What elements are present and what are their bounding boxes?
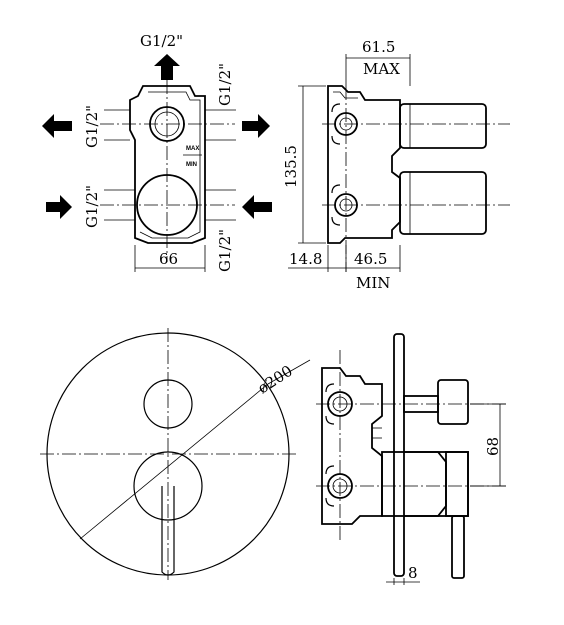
dim-depth-61-5: 61.5: [362, 38, 395, 56]
arrow-left-icon: [42, 114, 72, 138]
upper-knob-side: [437, 379, 469, 425]
dim-diameter-200: ø200: [254, 362, 295, 398]
label-left-upper-thread: G1/2": [83, 105, 101, 148]
label-right-upper-thread: G1/2": [216, 63, 234, 106]
label-right-lower-thread: G1/2": [216, 229, 234, 272]
dim-plate-8: 8: [408, 564, 418, 582]
lower-cartridge: [399, 171, 487, 235]
label-left-lower-thread: G1/2": [83, 185, 101, 228]
arrow-right-icon: [242, 114, 270, 138]
upper-cartridge: [399, 103, 487, 149]
handle-lever-side: [451, 515, 465, 579]
label-max: MAX: [186, 146, 199, 152]
label-top-thread: G1/2": [140, 32, 183, 50]
arrow-up-icon: [154, 54, 180, 80]
installed-body-outline: [321, 367, 383, 525]
dim-height-135-5: 135.5: [282, 145, 300, 188]
cover-plate-side: [393, 333, 405, 577]
dim-spacing-68: 68: [484, 437, 502, 456]
dim-min-depth-46-5: 46.5: [354, 250, 387, 268]
label-min: MIN: [186, 162, 197, 168]
arrow-right-icon: [46, 195, 72, 219]
valve-body-front-view: G1/2" MAX MIN G1/2" G1/2" G1/2" G1/2": [42, 32, 272, 272]
dim-width-66: 66: [159, 250, 178, 268]
dim-depth-max-note: MAX: [363, 60, 400, 78]
valve-body-outline: [129, 85, 206, 244]
dim-min-note: MIN: [356, 274, 390, 292]
dim-wall-14-8: 14.8: [289, 250, 322, 268]
side-body-outline: [327, 85, 401, 244]
arrow-left-icon: [242, 195, 272, 219]
installed-side-view: 68 8: [316, 333, 506, 585]
trim-plate-front-view: ø200: [40, 328, 311, 580]
valve-body-side-view: 61.5 MAX 135.5 14.8 46.5 MIN: [282, 38, 510, 292]
